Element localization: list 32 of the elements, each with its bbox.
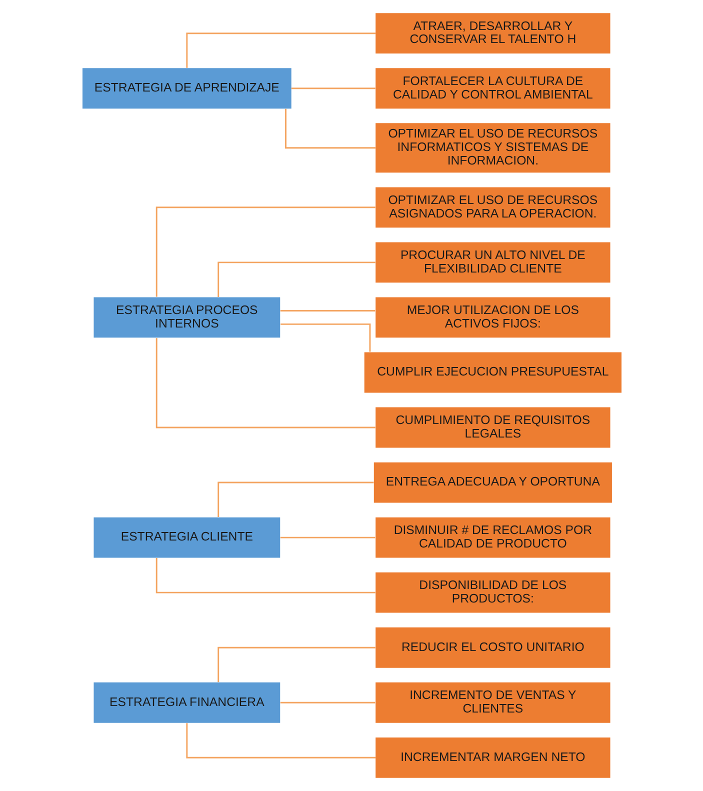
connector	[155, 558, 375, 594]
connector	[290, 88, 375, 90]
node-box: MEJOR UTILIZACION DE LOS ACTIVOS FIJOS:	[375, 297, 610, 338]
node-box: ESTRATEGIA PROCEOS INTERNOS	[93, 297, 280, 338]
connector	[280, 310, 375, 312]
node-box: DISPONIBILIDAD DE LOS PRODUCTOS:	[375, 572, 610, 613]
node-box: INCREMENTO DE VENTAS Y CLIENTES	[375, 682, 610, 723]
node-box: ESTRATEGIA CLIENTE	[93, 517, 280, 558]
node-box: CUMPLIMIENTO DE REQUISITOS LEGALES	[375, 407, 610, 448]
node-box: ATRAER, DESARROLLAR Y CONSERVAR EL TALENTO H	[375, 13, 610, 54]
connector	[284, 108, 375, 149]
node-box: PROCURAR UN ALTO NIVEL DE FLEXIBILIDAD CLIENTE	[375, 242, 610, 283]
connector	[186, 723, 375, 758]
node-box: REDUCIR EL COSTO UNITARIO	[375, 627, 610, 668]
node-box: CUMPLIR EJECUCION PRESUPUESTAL	[364, 352, 621, 393]
node-box: INCREMENTAR MARGEN NETO	[375, 737, 610, 778]
node-box: OPTIMIZAR EL USO DE RECURSOS INFORMATICOS Y SISTEMAS DE INFORMACION.	[375, 123, 610, 173]
node-box: ESTRATEGIA FINANCIERA	[93, 682, 280, 723]
connector	[217, 482, 374, 518]
node-box: FORTALECER LA CULTURA DE CALIDAD Y CONTROL AMBIENTAL	[375, 68, 610, 109]
connector	[280, 702, 375, 704]
node-box: OPTIMIZAR EL USO DE RECURSOS ASIGNADOS PARA LA OPERACION.	[375, 187, 610, 228]
connector	[280, 323, 370, 352]
connector	[217, 646, 375, 682]
connector	[186, 32, 375, 68]
node-box: ESTRATEGIA DE APRENDIZAJE	[82, 68, 291, 109]
connector	[217, 262, 375, 297]
connector	[280, 536, 375, 538]
node-box: ENTREGA ADECUADA Y OPORTUNA	[373, 462, 612, 503]
connector	[155, 206, 375, 297]
connector	[155, 338, 375, 428]
node-box: DISMINUIR # DE RECLAMOS POR CALIDAD DE PRODUCTO	[375, 517, 610, 558]
